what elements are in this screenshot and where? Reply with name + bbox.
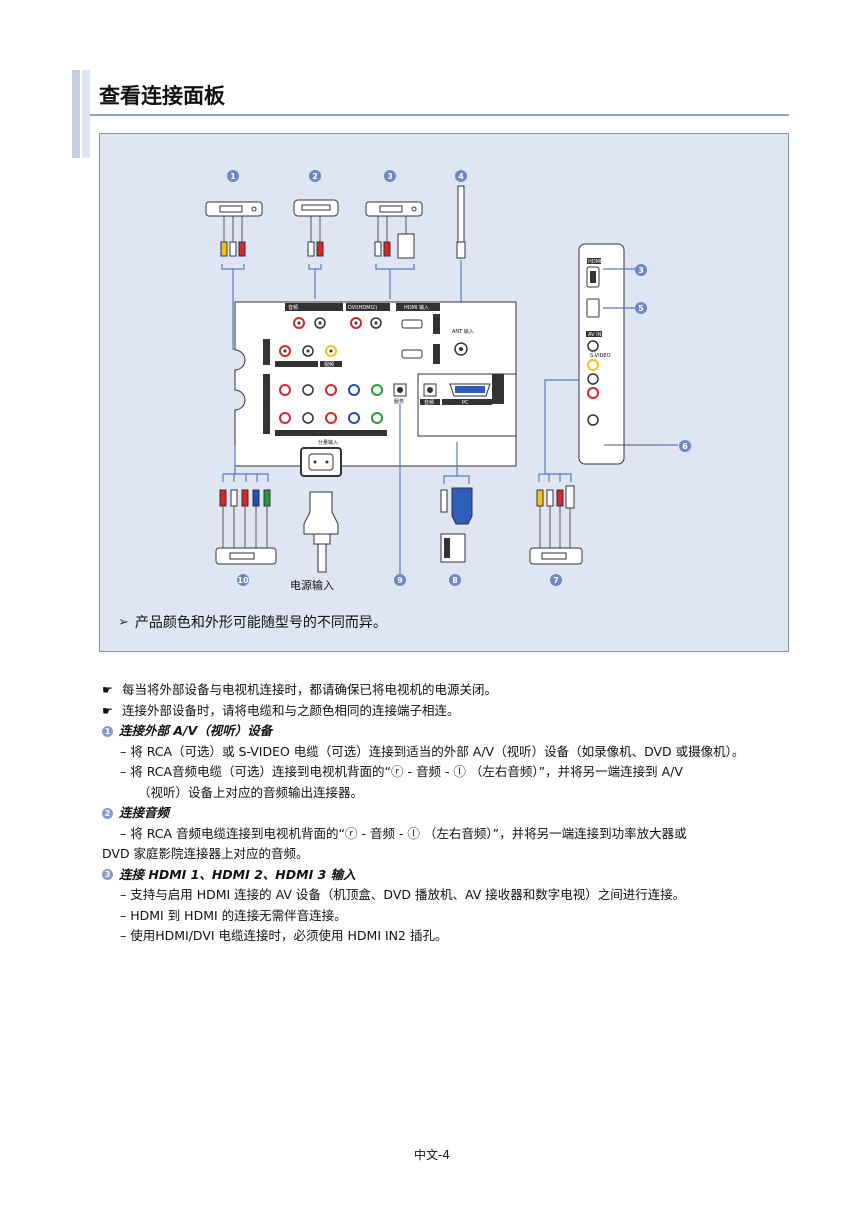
section-heading: 1 连接外部 A/V（视听）设备 <box>102 721 792 742</box>
decor-bar <box>82 70 90 158</box>
callout-1: 1 <box>227 170 239 182</box>
callout-5: 5 <box>635 302 647 314</box>
svg-text:AV IN 3: AV IN 3 <box>588 332 606 338</box>
hdmi-device-top <box>365 201 423 217</box>
section-line: – 将 RCA 音频电缆连接到电视机背面的“ⓡ - 音频 - ⓛ （左右音频）”… <box>120 825 687 841</box>
section-heading: 2 连接音频 <box>102 803 792 824</box>
section-line: DVD 家庭影院连接器上对应的音频。 <box>102 846 309 861</box>
pc-cable-8 <box>440 487 473 563</box>
callout-8: 8 <box>449 574 461 586</box>
diagram-svg: .bx { fill:#fff; stroke:#333; stroke-wid… <box>205 170 691 592</box>
svg-text:2: 2 <box>312 172 318 181</box>
section-line: – 将 RCA音频电缆（可选）连接到电视机背面的“ⓡ - 音频 - ⓛ （左右音… <box>120 764 683 779</box>
callout-9: 9 <box>394 574 406 586</box>
number-badge-icon: 2 <box>102 807 113 819</box>
callout-7: 7 <box>550 574 562 586</box>
svg-text:7: 7 <box>553 576 559 585</box>
av-cables-7 <box>529 485 583 565</box>
section-line: （视听）设备上对应的音频输出连接器。 <box>138 784 364 800</box>
note-text: 产品颜色和外形可能随型号的不同而异。 <box>134 615 387 631</box>
section-line: – 将 RCA（可选）或 S-VIDEO 电缆（可选）连接到适当的外部 A/V（… <box>120 743 745 759</box>
bullet-item: ☛ 每当将外部设备与电视机连接时，都请确保已将电视机的电源关闭。 <box>102 680 792 701</box>
note: ➢ 产品颜色和外形可能随型号的不同而异。 <box>118 612 387 632</box>
callout-3: 3 <box>384 170 396 182</box>
svg-text:ANT 输入: ANT 输入 <box>452 328 474 335</box>
svg-text:6: 6 <box>682 442 688 451</box>
page-number: 中文-4 <box>414 1148 450 1162</box>
svg-text:5: 5 <box>638 304 644 313</box>
svg-text:1: 1 <box>230 172 236 181</box>
rear-panel: 音频 DVI(HDMI2) HDMI 输入 ANT 输入 视频 <box>234 301 517 467</box>
svg-text:8: 8 <box>452 576 458 585</box>
rca-cables-1 <box>220 216 246 257</box>
callout-6: 6 <box>679 440 691 452</box>
hdmi-audio-cables-3 <box>374 216 415 259</box>
section-line: – 支持与启用 HDMI 连接的 AV 设备（机顶盒、DVD 播放机、AV 接收… <box>120 887 686 902</box>
svg-text:9: 9 <box>397 576 403 585</box>
callout-4: 4 <box>455 170 467 182</box>
side-panel: HDMI IN 3 AV IN 3 S-VIDEO <box>578 243 625 465</box>
component-cables-10 <box>215 489 277 565</box>
bullet-item: ☛ 连接外部设备时，请将电缆和与之颜色相同的连接端子相连。 <box>102 701 792 722</box>
svg-text:分量输入: 分量输入 <box>318 439 338 446</box>
connection-diagram: .bx { fill:#fff; stroke:#333; stroke-wid… <box>99 133 789 652</box>
audio-device-top <box>293 199 339 217</box>
hand-pointer-icon: ☛ <box>102 683 113 697</box>
page-title: 查看连接面板 <box>99 84 225 108</box>
svg-text:10: 10 <box>237 576 249 585</box>
svg-text:音频: 音频 <box>424 399 434 406</box>
svg-text:3: 3 <box>638 266 644 275</box>
hand-pointer-icon: ☛ <box>102 703 113 718</box>
svg-text:HDMI IN 3: HDMI IN 3 <box>588 259 613 265</box>
section-line: – HDMI 到 HDMI 的连接无需伴音连接。 <box>120 907 347 923</box>
svg-text:HDMI 输入: HDMI 输入 <box>404 304 429 311</box>
callout-3-side: 3 <box>635 264 647 276</box>
svg-text:服务: 服务 <box>394 398 404 405</box>
svg-text:S-VIDEO: S-VIDEO <box>590 353 611 359</box>
power-cable <box>303 491 339 573</box>
svg-text:DVI(HDMI2): DVI(HDMI2) <box>348 305 377 311</box>
svg-text:3: 3 <box>387 172 393 181</box>
title-rule <box>90 114 789 116</box>
instructions: ☛ 每当将外部设备与电视机连接时，都请确保已将电视机的电源关闭。 ☛ 连接外部设… <box>102 680 792 947</box>
svg-text:音频: 音频 <box>288 304 298 311</box>
decor-bar <box>72 70 80 158</box>
power-input-label: 电源输入 <box>290 578 334 592</box>
svg-text:PC: PC <box>462 400 469 406</box>
section-heading: 3 连接 HDMI 1、HDMI 2、HDMI 3 输入 <box>102 865 792 886</box>
svg-text:4: 4 <box>458 172 464 181</box>
note-arrow-icon: ➢ <box>118 614 129 630</box>
number-badge-icon: 3 <box>102 869 113 881</box>
rca-cables-2 <box>307 216 324 257</box>
svg-text:视频: 视频 <box>324 361 334 368</box>
callout-10: 10 <box>237 574 249 586</box>
av-device-top <box>205 201 263 217</box>
section-line: – 使用HDMI/DVI 电缆连接时，必须使用 HDMI IN2 插孔。 <box>120 928 448 943</box>
power-socket <box>300 447 342 477</box>
number-badge-icon: 1 <box>102 725 113 737</box>
callout-2: 2 <box>309 170 321 182</box>
antenna-cable-4 <box>456 185 466 259</box>
